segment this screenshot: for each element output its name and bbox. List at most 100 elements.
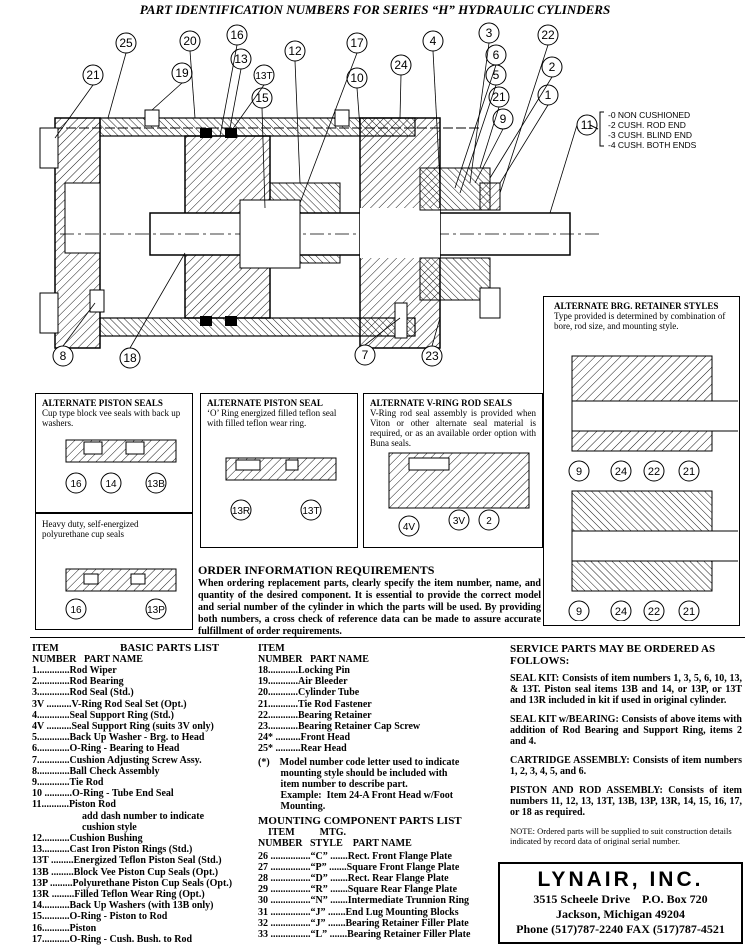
part-row: 15...........O-Ring - Piston to Rod bbox=[32, 911, 168, 923]
svg-text:23: 23 bbox=[425, 349, 439, 363]
callout-label: 4V bbox=[403, 522, 416, 533]
alt-piston-seals-box: ALTERNATE PISTON SEALS Cup type block ve… bbox=[35, 393, 193, 513]
mounting-row: 27 ................“P” .......Square Fro… bbox=[258, 861, 460, 873]
company-phone: Phone (517)787-2240 FAX (517)787-4521 bbox=[516, 922, 725, 936]
svg-text:22: 22 bbox=[541, 28, 555, 42]
mounting-row: 30 ................“N” .......Intermedia… bbox=[258, 895, 470, 907]
callout-label: 2 bbox=[486, 516, 492, 527]
alt-vring-title: ALTERNATE V-RING ROD SEALS bbox=[370, 398, 512, 408]
service-item: SEAL KIT w/BEARING: Consists of above it… bbox=[510, 714, 742, 747]
heavy-duty-drawing: 16 13P bbox=[65, 568, 177, 620]
alt-piston2-title: ALTERNATE PISTON SEAL bbox=[207, 398, 323, 408]
callout-label: 22 bbox=[648, 466, 660, 478]
part-row: 4.............Seal Support Ring (Std.) bbox=[32, 709, 174, 721]
svg-text:21: 21 bbox=[492, 90, 506, 104]
mounting-title: MOUNTING COMPONENT PARTS LIST bbox=[258, 814, 462, 827]
part-row: 17...........O-Ring - Cush. Bush. to Rod bbox=[32, 933, 193, 945]
mounting-style-note: (*) Model number code letter used to ind… bbox=[258, 756, 460, 813]
part-row: 21............Tie Rod Fastener bbox=[258, 698, 372, 710]
mounting-row: 29 ................“R” .......Square Rea… bbox=[258, 884, 458, 896]
cushion-code: -2 CUSH. ROD END bbox=[608, 120, 686, 130]
service-parts: SERVICE PARTS MAY BE ORDERED AS FOLLOWS:… bbox=[510, 643, 742, 846]
divider bbox=[30, 637, 745, 638]
company-name: LYNAIR, INC. bbox=[537, 868, 704, 891]
service-item-label: SEAL KIT: bbox=[510, 673, 560, 684]
svg-text:12: 12 bbox=[288, 44, 302, 58]
service-header: SERVICE PARTS MAY BE ORDERED AS FOLLOWS: bbox=[510, 643, 716, 667]
alt-brg-title: ALTERNATE BRG. RETAINER STYLES bbox=[554, 301, 719, 311]
part-row: 24* ..........Front Head bbox=[258, 732, 351, 744]
col-number-header: NUMBER PART NAME bbox=[258, 654, 369, 665]
service-item-label: CARTRIDGE ASSEMBLY: bbox=[510, 755, 630, 766]
part-row: 13R .........Filled Teflon Wear Ring (Op… bbox=[32, 889, 205, 901]
svg-text:11: 11 bbox=[581, 118, 594, 132]
part-row: cushion style bbox=[32, 821, 137, 833]
col-item-header: ITEM bbox=[258, 643, 285, 654]
service-item-text: Consists of item numbers 1, 2, 3, 4, 5, … bbox=[510, 755, 743, 777]
mounting-col-h2: NUMBER STYLE PART NAME bbox=[258, 837, 412, 849]
cushion-code: -0 NON CUSHIONED bbox=[608, 110, 690, 120]
part-row: 7.............Cushion Adjusting Screw As… bbox=[32, 754, 202, 766]
alt-vring-desc: V-Ring rod seal assembly is provided whe… bbox=[370, 408, 536, 448]
service-item-label: SEAL KIT w/BEARING: bbox=[510, 714, 619, 725]
svg-text:3: 3 bbox=[486, 26, 493, 40]
alt-piston-title: ALTERNATE PISTON SEALS bbox=[42, 398, 163, 408]
svg-text:24: 24 bbox=[394, 58, 408, 72]
page-title: PART IDENTIFICATION NUMBERS FOR SERIES “… bbox=[139, 2, 611, 17]
callout-label: 3V bbox=[453, 516, 466, 527]
order-info: ORDER INFORMATION REQUIREMENTS When orde… bbox=[198, 563, 541, 638]
svg-text:6: 6 bbox=[493, 48, 500, 62]
part-row: 25* ..........Rear Head bbox=[258, 743, 347, 755]
alt-brg-retainer-box: ALTERNATE BRG. RETAINER STYLES Type prov… bbox=[543, 296, 743, 626]
order-info-text: When ordering replacement parts, clearly… bbox=[198, 578, 541, 637]
svg-text:25: 25 bbox=[119, 36, 133, 50]
part-row: 20............Cylinder Tube bbox=[258, 687, 360, 699]
col-item-header: ITEM bbox=[32, 643, 59, 654]
heavy-duty-seals-box: Heavy duty, self-energized polyurethane … bbox=[35, 513, 193, 630]
svg-text:16: 16 bbox=[230, 28, 244, 42]
mounting-row: 26 ................“C” .......Rect. Fron… bbox=[258, 850, 452, 862]
svg-text:7: 7 bbox=[362, 348, 369, 362]
service-item-text: Consists of item numbers 11, 12, 13, 13T… bbox=[510, 785, 742, 818]
parts-list-2: ITEM NUMBER PART NAME 18............Lock… bbox=[258, 643, 498, 940]
svg-text:4: 4 bbox=[430, 34, 437, 48]
basic-parts-title: BASIC PARTS LIST bbox=[120, 642, 220, 654]
alt-piston2-drawing: 13R 13T bbox=[225, 457, 337, 521]
callout-label: 16 bbox=[70, 479, 82, 490]
part-row: 14...........Back Up Washers (with 13B o… bbox=[32, 900, 214, 912]
svg-text:13T: 13T bbox=[255, 71, 272, 82]
part-row: 8.............Ball Check Assembly bbox=[32, 765, 160, 777]
service-item-label: PISTON AND ROD ASSEMBLY: bbox=[510, 785, 663, 796]
part-row: 11...........Piston Rod bbox=[32, 799, 116, 811]
callout-label: 9 bbox=[576, 606, 582, 618]
part-row: 13P .........Polyurethane Piston Cup Sea… bbox=[32, 877, 233, 889]
col-number-header: NUMBER PART NAME bbox=[32, 654, 143, 665]
service-item: SEAL KIT: Consists of item numbers 1, 3,… bbox=[510, 673, 742, 706]
alt-vring-drawing: 4V 3V 2 bbox=[388, 452, 530, 537]
part-row: 10 ...........O-Ring - Tube End Seal bbox=[32, 788, 174, 800]
callout-label: 16 bbox=[70, 605, 82, 616]
svg-text:5: 5 bbox=[493, 68, 500, 82]
mounting-row: 32 ................“J” .......Bearing Re… bbox=[258, 917, 469, 929]
alt-vring-box: ALTERNATE V-RING ROD SEALS V-Ring rod se… bbox=[363, 393, 543, 548]
part-row: 23............Bearing Retainer Cap Screw bbox=[258, 721, 421, 733]
svg-text:9: 9 bbox=[500, 112, 507, 126]
callout-label: 21 bbox=[683, 466, 695, 478]
alt-brg-desc: Type provided is determined by combinati… bbox=[554, 311, 726, 331]
part-row: 3.............Rod Seal (Std.) bbox=[32, 687, 134, 699]
part-row: 12...........Cushion Bushing bbox=[32, 833, 143, 845]
cushion-code: -4 CUSH. BOTH ENDS bbox=[608, 140, 697, 150]
alt-brg-drawing: 9 24 22 21 9 24 22 21 bbox=[568, 355, 743, 622]
callout-label: 22 bbox=[648, 606, 660, 618]
service-item: PISTON AND ROD ASSEMBLY: Consists of ite… bbox=[510, 785, 742, 818]
svg-text:2: 2 bbox=[549, 60, 556, 74]
company-box: LYNAIR, INC. 3515 Scheele Drive P.O. Box… bbox=[498, 862, 743, 944]
part-row: 13T .........Energized Teflon Piston Sea… bbox=[32, 855, 222, 867]
alt-piston-drawing: 16 14 13B bbox=[65, 439, 177, 494]
callout-label: 21 bbox=[683, 606, 695, 618]
alt-piston-seal-box: ALTERNATE PISTON SEAL ‘O’ Ring energized… bbox=[200, 393, 358, 548]
part-row: 3V ..........V-Ring Rod Seal Set (Opt.) bbox=[32, 698, 187, 710]
svg-text:15: 15 bbox=[255, 91, 269, 105]
callout-label: 13R bbox=[232, 506, 250, 517]
